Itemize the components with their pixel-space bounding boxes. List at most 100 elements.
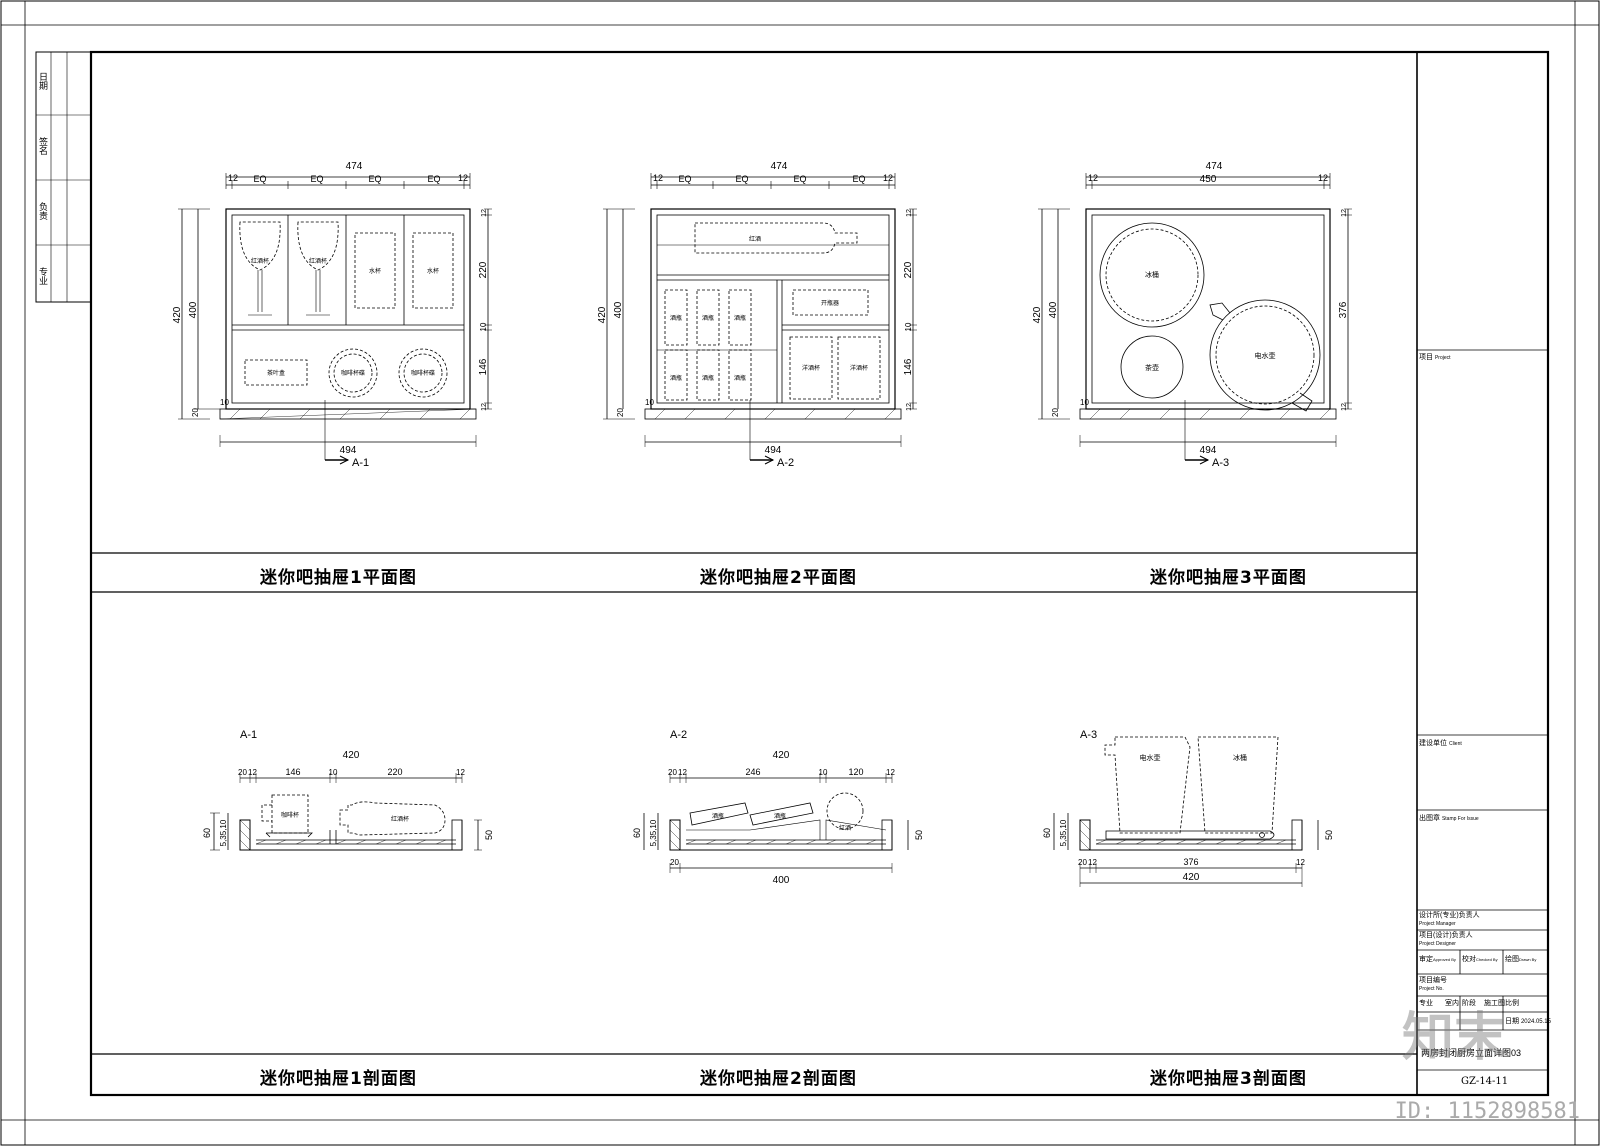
plan2-dim-edge-l: 12 <box>653 173 663 183</box>
plan2-item-liquor-cup-2: 洋酒杯 <box>850 364 868 372</box>
plan2-dim-left-outer: 420 <box>597 306 608 323</box>
tb-scale: 比例 <box>1505 1000 1519 1007</box>
sec1-dim-h60: 60 <box>202 828 212 838</box>
sec1-dim-h35: 5,35,10 <box>219 819 228 846</box>
plan2-dim-edge-r: 12 <box>883 173 893 183</box>
plan3-dim-bottom-b: 20 <box>1051 408 1060 417</box>
plan3-dim-left-outer: 420 <box>1032 306 1043 323</box>
plan1-dim-right-top: 220 <box>478 261 489 278</box>
plan3-item-teapot: 茶壶 <box>1145 363 1159 372</box>
sec1-dim-f: 12 <box>456 768 465 777</box>
sec1-dim-total: 420 <box>343 750 360 761</box>
tb-manager-en: Project Manager <box>1419 921 1456 927</box>
plan-1-title: 迷你吧抽屉1平面图 <box>260 568 417 588</box>
plan1-dim-eq4: EQ <box>427 174 440 184</box>
sec3-dim-a: 20 <box>1078 858 1087 867</box>
plan-3-title: 迷你吧抽屉3平面图 <box>1150 568 1307 588</box>
plan1-dim-right-bot: 146 <box>478 358 489 375</box>
plan-3-drawing: 474 12 450 12 420 400 376 12 12 10 20 49… <box>1032 161 1352 469</box>
plan1-dim-top: 474 <box>346 161 363 172</box>
sec1-item-wineglass: 红酒杯 <box>391 815 409 823</box>
tb-approved-en: Approved By <box>1433 957 1456 962</box>
sec2-item-bottle-2: 酒瓶 <box>774 812 786 820</box>
section-3-title: 迷你吧抽屉3剖面图 <box>1150 1069 1307 1089</box>
plan1-item-wineglass-2: 红酒杯 <box>309 257 327 265</box>
plan2-item-opener: 开瓶器 <box>821 299 839 307</box>
sec3-dim-h60: 60 <box>1042 828 1052 838</box>
plan3-dim-left-inner: 400 <box>1048 301 1059 318</box>
plan2-dim-right-bot-small: 12 <box>906 403 913 411</box>
plan1-dim-edge-r: 12 <box>458 173 468 183</box>
section-1-title: 迷你吧抽屉1剖面图 <box>260 1069 417 1089</box>
plan1-dim-bottom-a: 10 <box>220 398 229 407</box>
strip-label-discipline: 专业 <box>38 267 48 285</box>
plan1-item-cup-2: 水杯 <box>427 267 439 275</box>
plan2-section-mark: A-2 <box>777 457 794 469</box>
sec1-dim-d: 10 <box>329 768 338 777</box>
plan1-dim-left-inner: 400 <box>188 301 199 318</box>
tb-date: 日期 2024.05.15 <box>1505 1018 1551 1025</box>
watermark-logo: 知末 <box>1402 1009 1507 1067</box>
tb-drawn: 绘图Drawn By <box>1505 956 1537 963</box>
plan1-dim-eq2: EQ <box>310 174 323 184</box>
tb-stamp-en: Stamp For Issue <box>1441 816 1479 822</box>
sec1-label: A-1 <box>240 729 257 741</box>
plan2-dim-right-bot: 146 <box>903 358 914 375</box>
sec2-dim-h50: 50 <box>914 830 924 840</box>
tb-sheet-no: GZ-14-11 <box>1461 1076 1509 1087</box>
sec3-item-ice-bucket: 冰桶 <box>1233 753 1247 762</box>
sec2-label: A-2 <box>670 729 687 741</box>
plan2-dim-top: 474 <box>771 161 788 172</box>
sec2-dim-f: 12 <box>886 768 895 777</box>
strip-label-sign: 签名 <box>38 137 48 155</box>
plan2-item-bottle-5: 酒瓶 <box>702 374 714 382</box>
tb-discipline-value: 室内 <box>1444 1000 1459 1007</box>
plan2-item-bottle-1: 酒瓶 <box>670 314 682 322</box>
plan1-section-mark: A-1 <box>352 457 369 469</box>
tb-stamp-label: 出图章 Stamp For Issue <box>1419 815 1479 822</box>
sec3-dim-total: 420 <box>1183 872 1200 883</box>
sec2-dim-h60: 60 <box>632 828 642 838</box>
plan-2-title: 迷你吧抽屉2平面图 <box>700 568 857 588</box>
plan2-dim-bottom-b: 20 <box>616 408 625 417</box>
plan2-item-bottle-6: 酒瓶 <box>734 374 746 382</box>
tb-project-label: 项目 Project <box>1419 354 1451 361</box>
plan2-item-wine: 红酒 <box>749 235 761 243</box>
tb-client-label: 建设单位 Client <box>1419 740 1462 747</box>
tb-approved: 审定Approved By <box>1419 956 1456 963</box>
sec3-dim-b: 12 <box>1088 858 1097 867</box>
sec1-item-coffee: 咖啡杯 <box>281 811 299 819</box>
plan1-dim-right-bot-small: 12 <box>481 403 488 411</box>
sec2-dim-a: 20 <box>668 768 677 777</box>
plan3-dim-right-top-small: 12 <box>1341 209 1348 217</box>
sec3-dim-f: 12 <box>1296 858 1305 867</box>
plan2-dim-left-inner: 400 <box>613 301 624 318</box>
plan1-dim-bottom: 494 <box>340 445 357 456</box>
tb-client-en: Client <box>1448 741 1462 747</box>
plan3-dim-top: 474 <box>1206 161 1223 172</box>
tb-discipline: 专业 室内 <box>1419 1000 1459 1007</box>
plan3-item-ice-bucket: 冰桶 <box>1145 270 1159 279</box>
sec2-dim-bottom-a: 20 <box>670 858 679 867</box>
plan3-item-kettle: 电水壶 <box>1255 351 1276 360</box>
plan1-item-wineglass-1: 红酒杯 <box>251 257 269 265</box>
plan-2-drawing: 474 12 EQ EQ EQ EQ 12 420 400 220 10 146… <box>597 161 917 469</box>
sec2-dim-bottom: 400 <box>773 875 790 886</box>
plan2-item-bottle-3: 酒瓶 <box>734 314 746 322</box>
tb-drawn-en: Drawn By <box>1519 957 1537 962</box>
plan-1-drawing: 474 12 EQ EQ EQ EQ 12 420 400 220 10 146… <box>172 161 492 469</box>
plan1-item-tea-box: 茶叶盒 <box>267 369 285 377</box>
tb-project-no-en: Project No. <box>1419 986 1444 992</box>
plan2-dim-eq3: EQ <box>793 174 806 184</box>
plan1-dim-edge-l: 12 <box>228 173 238 183</box>
plan1-item-cup-1: 水杯 <box>369 267 381 275</box>
plan3-dim-edge-l: 12 <box>1088 173 1098 183</box>
tb-drawing-name: 两房封闭厨房立面详图03 <box>1421 1048 1522 1058</box>
tb-checked-en: Checked By <box>1476 957 1498 962</box>
watermark-id: ID: 1152898581 <box>1394 1099 1580 1124</box>
sec3-dim-h50: 50 <box>1324 830 1334 840</box>
section-2-drawing: A-2 420 20 12 246 10 120 12 60 5,35,10 5… <box>632 729 924 886</box>
